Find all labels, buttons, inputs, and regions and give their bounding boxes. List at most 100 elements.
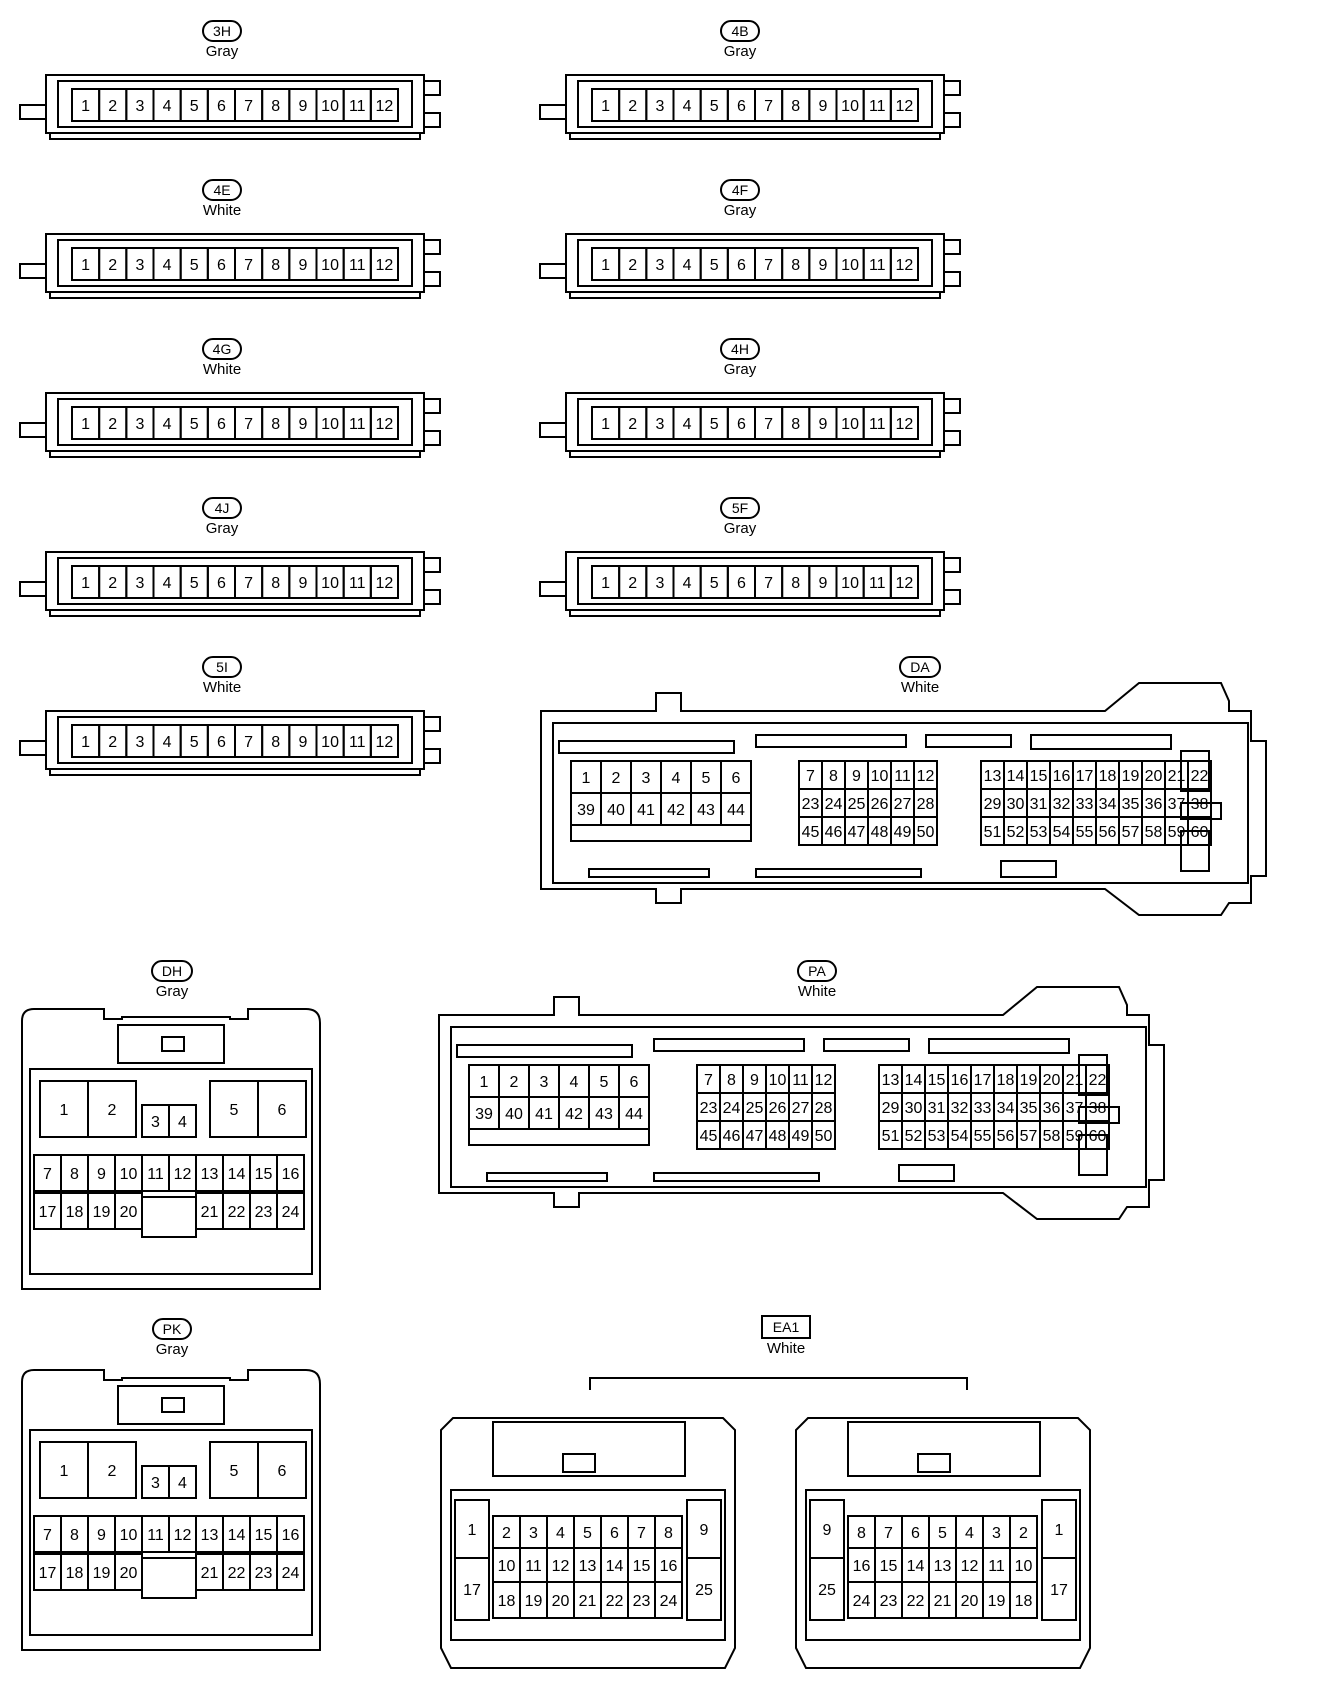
pin-number: 10 bbox=[871, 768, 889, 785]
pin-number: 7 bbox=[637, 1525, 646, 1542]
pin-number: 5 bbox=[583, 1525, 592, 1542]
pin-number: 10 bbox=[120, 1166, 138, 1183]
pin-number: 9 bbox=[700, 1522, 709, 1539]
pin-cavity bbox=[889, 247, 919, 281]
pin-number: 20 bbox=[1145, 768, 1163, 785]
pin-number: 6 bbox=[610, 1525, 619, 1542]
pin-number: 38 bbox=[1191, 796, 1209, 813]
pin-number: 29 bbox=[984, 796, 1002, 813]
pin-number: 12 bbox=[961, 1558, 979, 1575]
connector-color: Gray bbox=[205, 520, 239, 537]
latch-slot bbox=[925, 734, 1012, 748]
outline bbox=[577, 398, 933, 446]
latch-slot bbox=[486, 1172, 608, 1182]
pin-number: 21 bbox=[201, 1204, 219, 1221]
pin-number: 1 bbox=[81, 575, 90, 592]
connector-color: White bbox=[900, 679, 940, 696]
pin-number: 9 bbox=[298, 575, 307, 592]
pin-number: 11 bbox=[349, 575, 366, 592]
pin-number: 4 bbox=[683, 416, 692, 433]
pin-number: 11 bbox=[349, 734, 366, 751]
pin-number: 23 bbox=[255, 1565, 273, 1582]
pin-number: 23 bbox=[633, 1593, 651, 1610]
pin-number: 16 bbox=[853, 1558, 871, 1575]
latch-tab bbox=[917, 1453, 951, 1473]
pin-number: 38 bbox=[1089, 1100, 1107, 1117]
pin-number: 37 bbox=[1066, 1100, 1084, 1117]
pin-number: 51 bbox=[984, 824, 1002, 841]
pin-number: 12 bbox=[174, 1527, 192, 1544]
pin-number: 16 bbox=[282, 1527, 300, 1544]
pin-number: 57 bbox=[1020, 1128, 1038, 1145]
pin-number: 4 bbox=[570, 1074, 579, 1091]
pin-number: 7 bbox=[244, 575, 253, 592]
pin-number: 4 bbox=[163, 98, 172, 115]
pin-number: 2 bbox=[108, 416, 117, 433]
pin-number: 9 bbox=[97, 1527, 106, 1544]
pin-number: 3 bbox=[135, 257, 144, 274]
pin-number: 8 bbox=[791, 575, 800, 592]
connector-label-4F: 4F Gray bbox=[690, 179, 790, 221]
pin-number: 2 bbox=[108, 734, 117, 751]
pin-number: 6 bbox=[217, 575, 226, 592]
pin-number: 7 bbox=[244, 416, 253, 433]
pin-number: 5 bbox=[710, 416, 719, 433]
pin-number: 11 bbox=[869, 257, 886, 274]
pin-number: 4 bbox=[163, 257, 172, 274]
pin-number: 34 bbox=[1099, 796, 1117, 813]
pin-cavity bbox=[454, 1557, 490, 1621]
pin-number: 35 bbox=[1020, 1100, 1038, 1117]
connector-code: 5I bbox=[202, 656, 242, 678]
pin-number: 44 bbox=[727, 802, 745, 819]
connector-code: EA1 bbox=[760, 1315, 812, 1339]
pin-number: 7 bbox=[244, 257, 253, 274]
pin-number: 12 bbox=[917, 768, 935, 785]
pin-number: 4 bbox=[683, 257, 692, 274]
pin-number: 9 bbox=[298, 416, 307, 433]
outline bbox=[577, 557, 933, 605]
pin-cavity bbox=[168, 1465, 197, 1499]
outline bbox=[539, 422, 567, 438]
connector-color: White bbox=[766, 1340, 806, 1357]
pin-number: 22 bbox=[1191, 768, 1209, 785]
pin-number: 4 bbox=[672, 770, 681, 787]
outline bbox=[57, 716, 413, 764]
pin-number: 10 bbox=[498, 1558, 516, 1575]
pin-number: 8 bbox=[857, 1525, 866, 1542]
pin-number: 13 bbox=[984, 768, 1002, 785]
outline bbox=[423, 271, 441, 287]
pin-cavity bbox=[654, 1581, 683, 1619]
pin-number: 2 bbox=[108, 575, 117, 592]
pin-number: 14 bbox=[228, 1166, 246, 1183]
pin-number: 47 bbox=[848, 824, 866, 841]
outline bbox=[49, 610, 421, 617]
pin-number: 39 bbox=[475, 1106, 493, 1123]
latch-slot bbox=[588, 868, 710, 878]
pin-number: 8 bbox=[791, 416, 800, 433]
pin-cavity bbox=[618, 1096, 650, 1130]
outline bbox=[943, 271, 961, 287]
pin-number: 4 bbox=[163, 416, 172, 433]
pin-number: 42 bbox=[667, 802, 685, 819]
pin-number: 3 bbox=[135, 734, 144, 751]
pin-number: 50 bbox=[917, 824, 935, 841]
outline bbox=[795, 1417, 1091, 1669]
outline bbox=[569, 610, 941, 617]
pin-number: 3 bbox=[655, 257, 664, 274]
pin-number: 11 bbox=[869, 98, 886, 115]
pin-number: 1 bbox=[81, 416, 90, 433]
latch-slot bbox=[653, 1172, 820, 1182]
connector-color: White bbox=[797, 983, 837, 1000]
pin-number: 6 bbox=[911, 1525, 920, 1542]
outline bbox=[943, 398, 961, 414]
pin-number: 17 bbox=[39, 1204, 57, 1221]
pin-number: 10 bbox=[841, 98, 859, 115]
pin-number: 32 bbox=[951, 1100, 969, 1117]
pin-number: 4 bbox=[556, 1525, 565, 1542]
lock-slot bbox=[1180, 802, 1222, 820]
connector-label-PA: PA White bbox=[767, 960, 867, 1002]
pin-number: 18 bbox=[66, 1204, 84, 1221]
pin-number: 23 bbox=[700, 1100, 718, 1117]
pin-number: 18 bbox=[997, 1072, 1015, 1089]
